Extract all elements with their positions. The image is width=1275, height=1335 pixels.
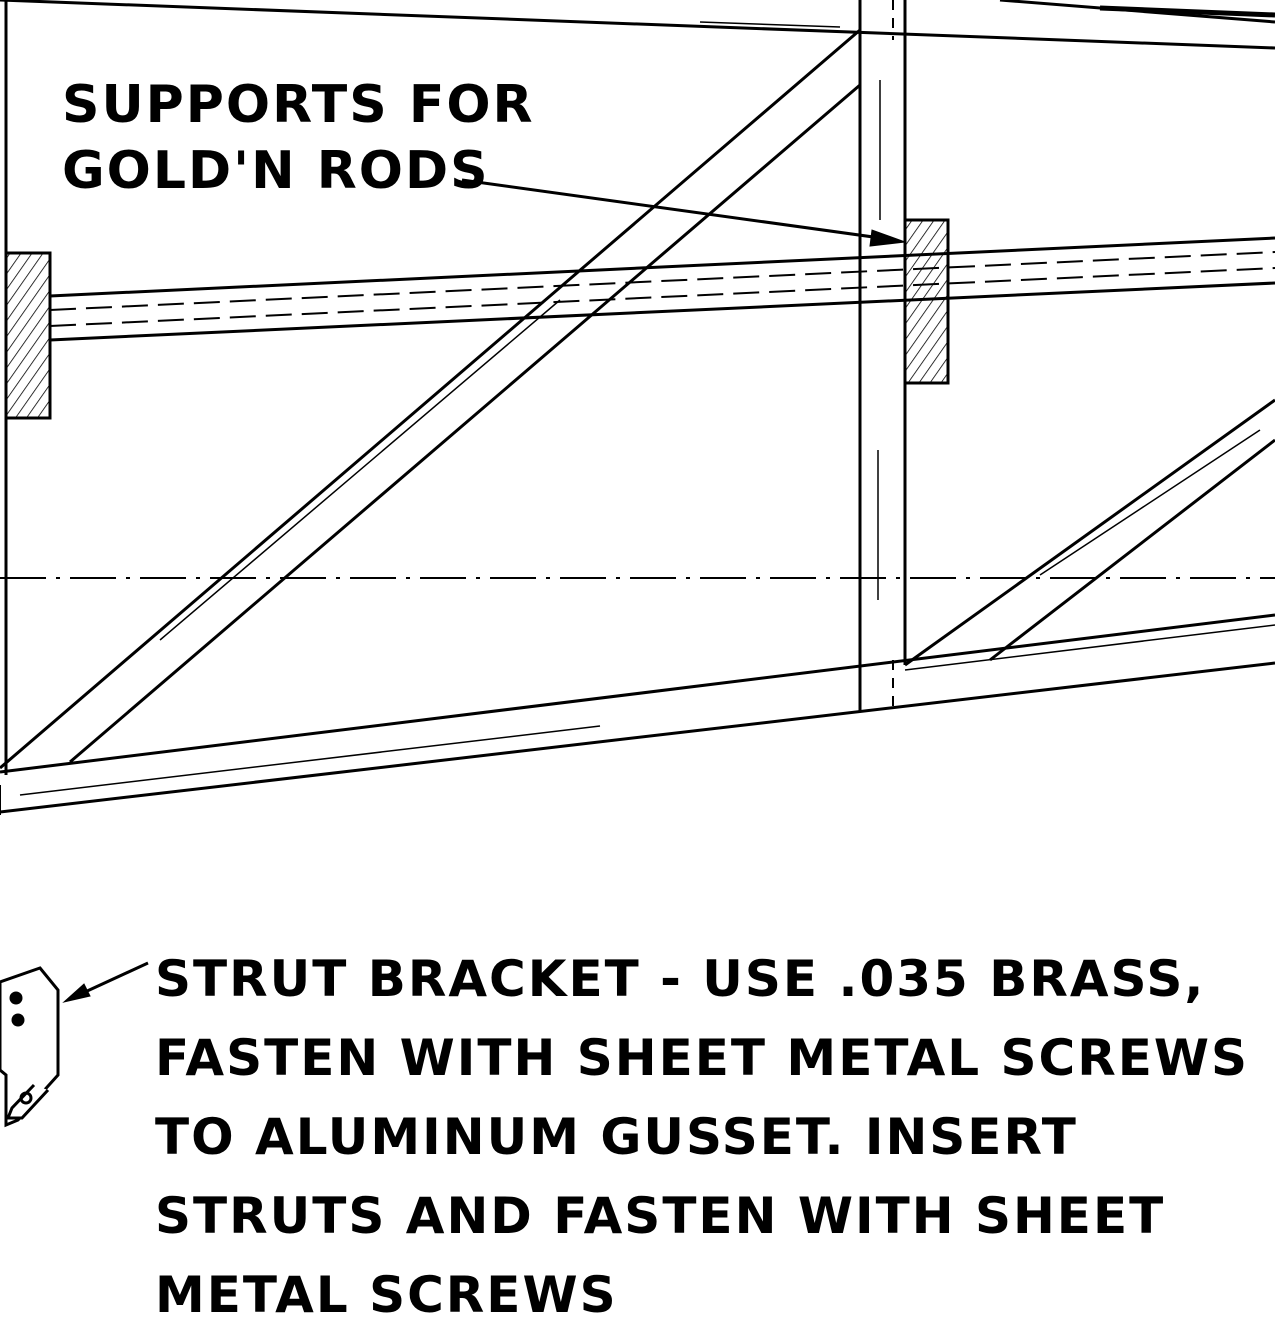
supports-label-line-1: SUPPORTS FOR (62, 75, 535, 135)
vertical-strut (858, 0, 907, 712)
rod-support-right (903, 218, 950, 385)
leader-arrow-bracket (62, 961, 149, 1003)
bracket-note-line-1: STRUT BRACKET - USE .035 BRASS, (155, 950, 1206, 1008)
bracket-note-line-3: TO ALUMINUM GUSSET. INSERT (155, 1108, 1078, 1166)
diagonal-strut-left (0, 28, 861, 770)
bracket-note-line-2: FASTEN WITH SHEET METAL SCREWS (155, 1029, 1250, 1087)
supports-label: SUPPORTS FOR GOLD'N RODS (62, 72, 535, 204)
bracket-note-line-4: STRUTS AND FASTEN WITH SHEET (155, 1187, 1166, 1245)
bracket-note-line-5: METAL SCREWS (155, 1266, 618, 1324)
diagonal-strut-right (904, 398, 1275, 667)
rod-support-left (4, 251, 52, 420)
strut-bracket-icon (0, 966, 60, 1128)
top-longeron (0, 0, 1275, 50)
strut-bracket-note: STRUT BRACKET - USE .035 BRASS, FASTEN W… (155, 940, 1249, 1335)
gold-n-rod (49, 236, 1275, 342)
supports-label-line-2: GOLD'N RODS (62, 141, 490, 201)
leader-arrow-supports (461, 178, 906, 247)
bottom-longeron (0, 613, 1275, 814)
